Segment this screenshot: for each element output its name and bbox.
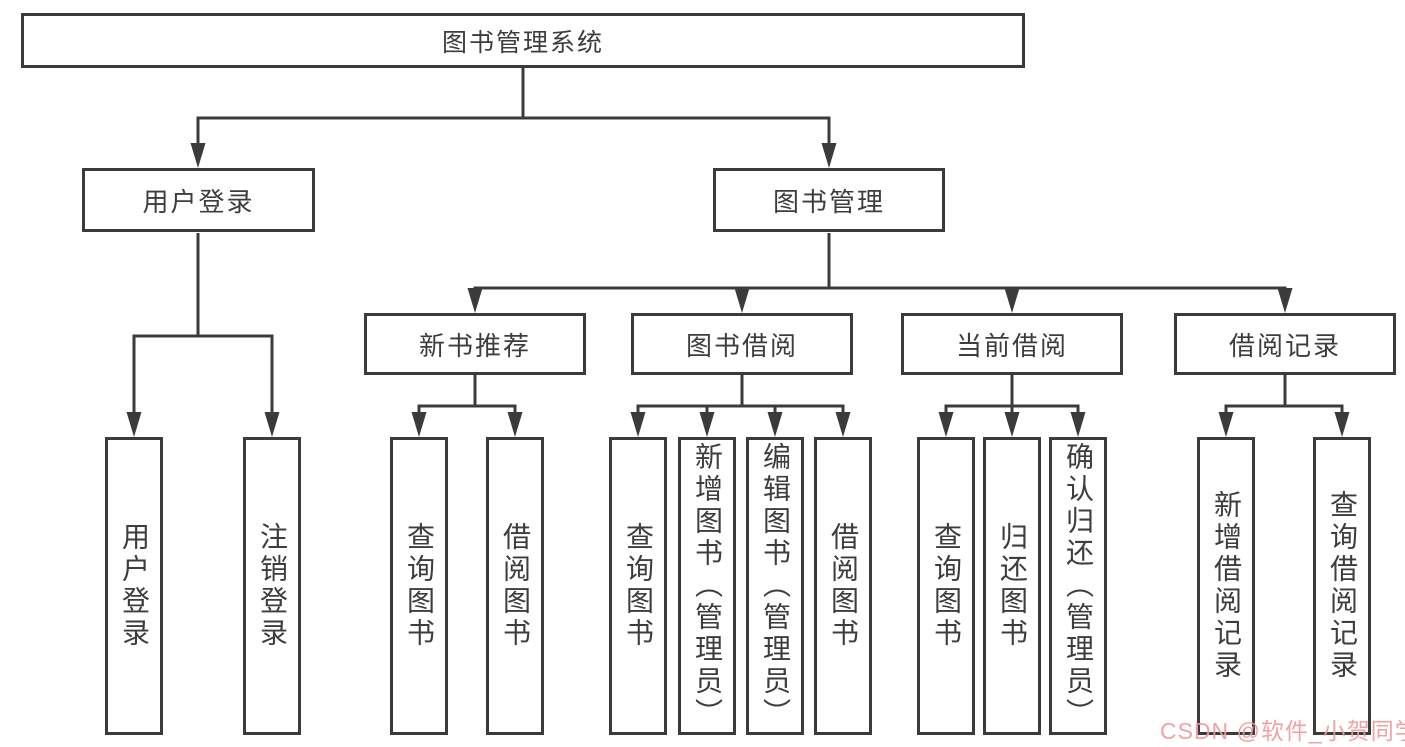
arrowhead-icon: [507, 412, 523, 437]
leaf-newbook-query-books: 查询图书: [390, 437, 448, 735]
node-label: 当前借阅: [955, 330, 1068, 361]
connector: [1224, 404, 1344, 420]
arrowhead-icon: [734, 288, 750, 313]
node-borrowing-records: 借阅记录: [1174, 313, 1396, 375]
leaf-newbook-borrow-books: 借阅图书: [486, 437, 544, 735]
arrowhead-icon: [467, 288, 483, 313]
leaf-label: 查询图书: [623, 522, 654, 650]
arrowhead-icon: [126, 412, 142, 437]
node-user-login-branch: 用户登录: [82, 168, 315, 232]
arrowhead-icon: [1218, 412, 1234, 437]
arrowhead-icon: [630, 412, 646, 437]
leaf-label: 借阅图书: [500, 522, 531, 650]
connector: [636, 404, 845, 420]
leaf-borrowing-query-books: 查询图书: [609, 437, 667, 735]
leaf-label: 注销登录: [257, 522, 288, 650]
connector: [473, 286, 1287, 298]
node-label: 新书推荐: [418, 330, 531, 361]
arrowhead-icon: [1004, 412, 1020, 437]
leaf-label: 新增借阅记录: [1211, 490, 1242, 682]
connector: [417, 404, 517, 420]
connector: [944, 404, 1080, 420]
leaf-current-query-books: 查询图书: [917, 437, 975, 735]
leaf-add-borrow-record: 新增借阅记录: [1197, 437, 1255, 735]
leaf-edit-book-admin: 编辑图书（管理员）: [746, 437, 804, 735]
leaf-label: 用户登录: [119, 522, 150, 650]
leaf-label: 编辑图书（管理员）: [760, 442, 791, 730]
arrowhead-icon: [835, 412, 851, 437]
csdn-watermark: CSDN @软件_小贺同学: [1160, 718, 1405, 744]
leaf-label: 查询图书: [404, 522, 435, 650]
arrowhead-icon: [190, 143, 206, 168]
leaf-borrowing-borrow-books: 借阅图书: [814, 437, 872, 735]
leaf-label: 归还图书: [997, 522, 1028, 650]
node-new-book-recommend: 新书推荐: [364, 313, 586, 375]
node-label: 用户登录: [142, 186, 255, 217]
arrowhead-icon: [1070, 412, 1086, 437]
node-book-borrowing: 图书借阅: [631, 313, 853, 375]
arrowhead-icon: [821, 143, 837, 168]
leaf-label: 确认归还（管理员）: [1063, 442, 1094, 730]
node-root: 图书管理系统: [21, 13, 1025, 68]
arrowhead-icon: [411, 412, 427, 437]
leaf-label: 新增图书（管理员）: [692, 442, 723, 730]
node-root-label: 图书管理系统: [441, 28, 604, 57]
leaf-user-login: 用户登录: [105, 437, 163, 735]
leaf-confirm-return-admin: 确认归还（管理员）: [1049, 437, 1107, 735]
leaf-label: 查询图书: [931, 522, 962, 650]
leaf-return-books: 归还图书: [983, 437, 1041, 735]
arrowhead-icon: [699, 412, 715, 437]
node-label: 图书借阅: [685, 330, 798, 361]
node-label: 图书管理: [772, 186, 885, 217]
arrowhead-icon: [264, 412, 280, 437]
arrowhead-icon: [767, 412, 783, 437]
leaf-query-borrow-record: 查询借阅记录: [1313, 437, 1371, 735]
node-label: 借阅记录: [1228, 330, 1341, 361]
connector: [196, 116, 831, 148]
arrowhead-icon: [938, 412, 954, 437]
leaf-logout: 注销登录: [243, 437, 301, 735]
leaf-add-book-admin: 新增图书（管理员）: [678, 437, 736, 735]
leaf-label: 借阅图书: [828, 522, 859, 650]
arrowhead-icon: [1334, 412, 1350, 437]
leaf-label: 查询借阅记录: [1327, 490, 1358, 682]
arrowhead-icon: [1004, 288, 1020, 313]
arrowhead-icon: [1277, 288, 1293, 313]
node-current-borrowing: 当前借阅: [901, 313, 1123, 375]
connector: [132, 334, 274, 420]
node-book-management: 图书管理: [713, 168, 945, 232]
